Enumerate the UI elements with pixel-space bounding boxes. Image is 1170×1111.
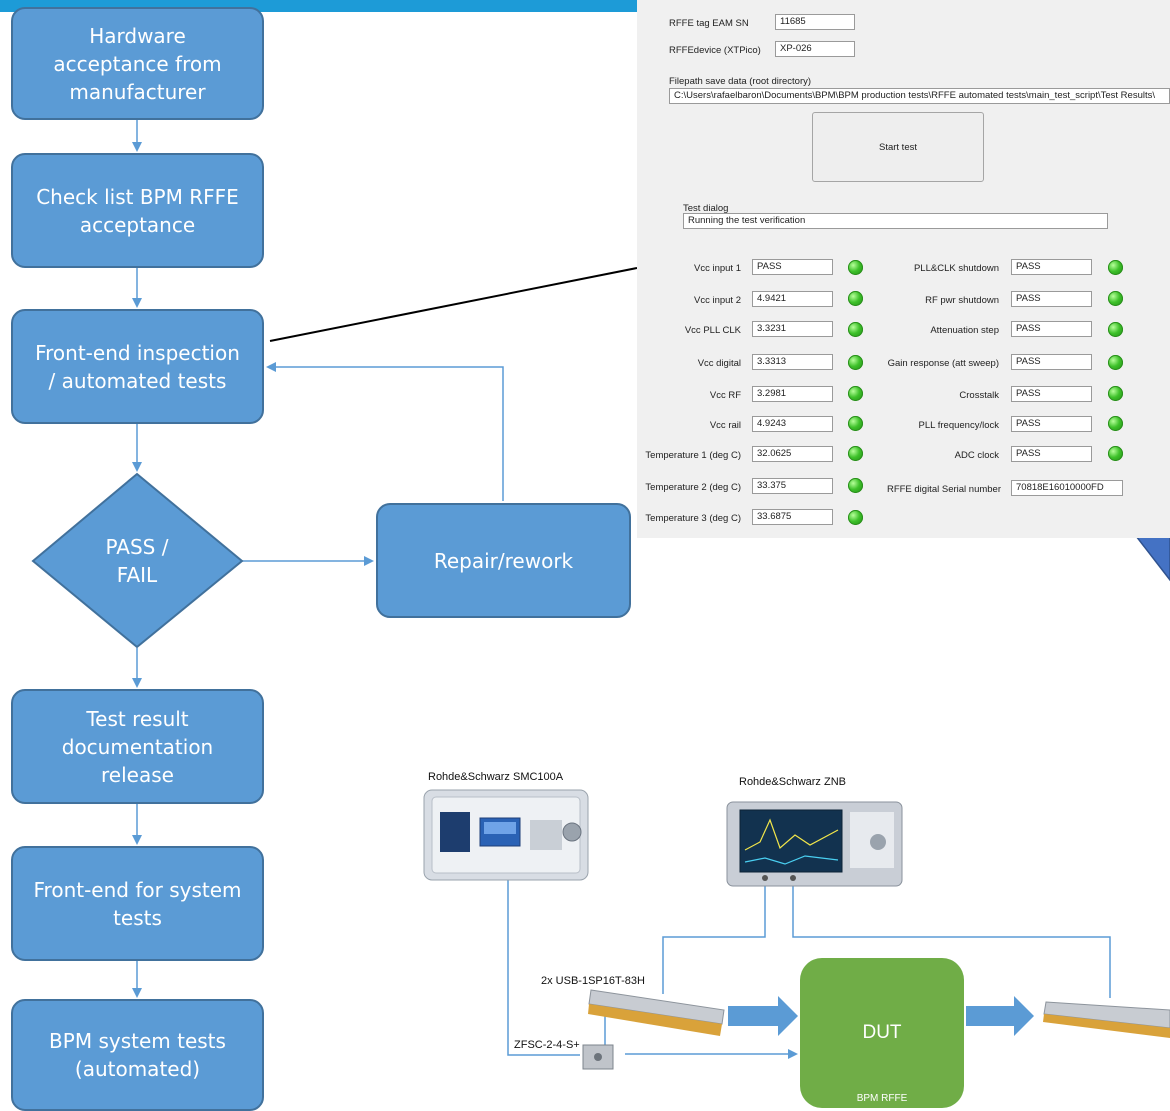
status-led-icon <box>848 416 863 431</box>
signal-generator-image <box>423 789 589 881</box>
status-led-icon <box>1108 416 1123 431</box>
step-frontend-inspection: Front-end inspection / automated tests <box>11 309 264 424</box>
rf-switch-1-image <box>588 989 725 1036</box>
dut-subtitle: BPM RFFE <box>856 1093 908 1104</box>
result-field[interactable]: PASS <box>1011 386 1092 402</box>
result-field[interactable]: PASS <box>1011 446 1092 462</box>
result-label: Attenuation step <box>930 325 999 336</box>
result-field[interactable]: 4.9421 <box>752 291 833 307</box>
callout-line <box>269 267 638 342</box>
status-led-icon <box>848 510 863 525</box>
result-label: RF pwr shutdown <box>925 295 999 306</box>
status-led-icon <box>1108 322 1123 337</box>
tag-input[interactable]: 11685 <box>775 14 855 30</box>
status-led-icon <box>848 478 863 493</box>
arrow-switch-dut <box>728 996 798 1036</box>
test-dialog-label: Test dialog <box>683 203 729 214</box>
power-splitter-image <box>582 1044 614 1070</box>
generator-label: Rohde&Schwarz SMC100A <box>428 771 564 783</box>
status-led-icon <box>848 291 863 306</box>
wire-generator-splitter <box>507 880 580 1056</box>
result-field[interactable]: 4.9243 <box>752 416 833 432</box>
result-label: ADC clock <box>954 450 999 461</box>
result-field[interactable]: PASS <box>1011 259 1092 275</box>
step-system-tests-frontend: Front-end for system tests <box>11 846 264 961</box>
step-bpm-system-tests: BPM system tests (automated) <box>11 999 264 1111</box>
status-led-icon <box>1108 260 1123 275</box>
step-hardware-acceptance: Hardware acceptance from manufacturer <box>11 7 264 120</box>
result-label: Vcc input 1 <box>694 263 741 274</box>
result-field[interactable]: 32.0625 <box>752 446 833 462</box>
step-repair-rework: Repair/rework <box>376 503 631 618</box>
status-led-icon <box>848 322 863 337</box>
network-analyzer-image <box>726 801 903 887</box>
filepath-input[interactable]: C:\Users\rafaelbaron\Documents\BPM\BPM p… <box>669 88 1170 104</box>
result-field[interactable]: 3.3313 <box>752 354 833 370</box>
result-label: Vcc rail <box>709 420 741 431</box>
result-field[interactable]: 3.2981 <box>752 386 833 402</box>
start-test-button[interactable]: Start test <box>812 112 984 182</box>
status-led-icon <box>1108 291 1123 306</box>
result-label: Vcc RF <box>709 390 741 401</box>
rf-switch-2-image <box>1043 1001 1170 1038</box>
filepath-label: Filepath save data (root directory) <box>669 76 812 87</box>
result-field[interactable]: PASS <box>1011 291 1092 307</box>
result-label: Temperature 2 (deg C) <box>645 482 741 493</box>
status-led-icon <box>848 355 863 370</box>
result-field[interactable]: PASS <box>1011 321 1092 337</box>
test-dialog-field[interactable]: Running the test verification <box>683 213 1108 229</box>
decision-pass-fail: PASS / FAIL <box>105 535 169 587</box>
step-checklist-acceptance: Check list BPM RFFE acceptance <box>11 153 264 268</box>
result-label: Crosstalk <box>959 390 999 401</box>
result-label: PLL frequency/lock <box>918 420 999 431</box>
result-label: Vcc input 2 <box>694 295 741 306</box>
result-field[interactable]: 33.375 <box>752 478 833 494</box>
result-label: PLL&CLK shutdown <box>913 263 999 274</box>
dut-box <box>800 958 964 1108</box>
splitter-label: ZFSC-2-4-S+ <box>514 1039 580 1051</box>
decision-diamond <box>31 472 244 649</box>
result-field[interactable]: PASS <box>752 259 833 275</box>
status-led-icon <box>1108 386 1123 401</box>
result-field[interactable]: PASS <box>1011 416 1092 432</box>
vna-label: Rohde&Schwarz ZNB <box>739 776 846 788</box>
wire-vna-switch2 <box>792 880 1111 998</box>
tag-label: RFFE tag EAM SN <box>669 18 749 29</box>
switch-label: 2x USB-1SP16T-83H <box>541 975 645 987</box>
result-label: Vcc PLL CLK <box>684 325 741 336</box>
status-led-icon <box>1108 446 1123 461</box>
result-label: Temperature 3 (deg C) <box>645 513 741 524</box>
serial-field[interactable]: 70818E16010000FD <box>1011 480 1123 496</box>
arrow-repair-back <box>266 362 504 501</box>
result-field[interactable]: PASS <box>1011 354 1092 370</box>
result-field[interactable]: 33.6875 <box>752 509 833 525</box>
arrow-dut-switch <box>966 996 1034 1036</box>
result-field[interactable]: 3.3231 <box>752 321 833 337</box>
status-led-icon <box>848 260 863 275</box>
result-label: Gain response (att sweep) <box>887 358 999 369</box>
step-test-documentation: Test result documentation release <box>11 689 264 804</box>
wire-switch-vna <box>662 880 766 994</box>
status-led-icon <box>848 446 863 461</box>
result-label: Temperature 1 (deg C) <box>645 450 741 461</box>
device-label: RFFEdevice (XTPico) <box>669 45 761 56</box>
status-led-icon <box>1108 355 1123 370</box>
test-gui-panel: RFFE tag EAM SN 11685 RFFEdevice (XTPico… <box>637 0 1170 538</box>
status-led-icon <box>848 386 863 401</box>
serial-label: RFFE digital Serial number <box>886 484 1001 495</box>
dut-title: DUT <box>862 1022 902 1043</box>
result-label: Vcc digital <box>697 358 741 369</box>
device-input[interactable]: XP-026 <box>775 41 855 57</box>
